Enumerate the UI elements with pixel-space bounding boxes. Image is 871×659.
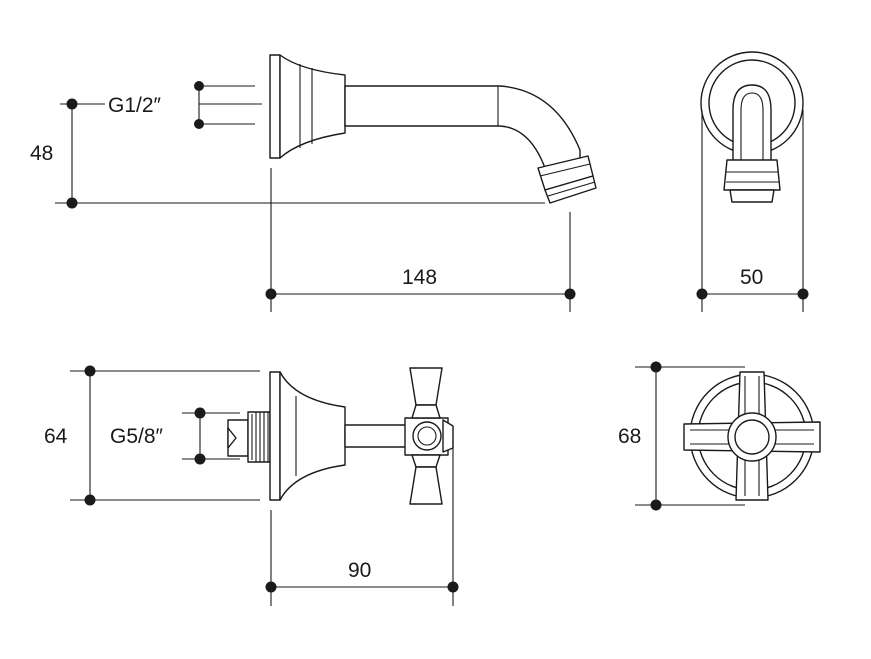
spout-height-dimension: 48 [30, 98, 545, 209]
valve-height-label: 64 [44, 425, 68, 448]
spout-thread-lines: G1/2″ [108, 81, 262, 129]
valve-length-dimension: 90 [265, 440, 459, 606]
spout-length-dimension: 148 [265, 168, 576, 312]
valve-side-view [227, 367, 454, 505]
spout-width-label: 50 [740, 266, 763, 289]
valve-thread-label: G5/8″ [110, 425, 164, 448]
valve-length-label: 90 [348, 559, 371, 582]
spout-side-view [269, 54, 597, 204]
handle-width-label: 68 [618, 425, 641, 448]
spout-front-view [700, 51, 804, 203]
spout-thread-label: G1/2″ [108, 94, 162, 117]
spout-length-label: 148 [402, 266, 437, 289]
handle-width-dimension: 68 [618, 361, 745, 511]
valve-front-view [683, 371, 821, 501]
valve-height-dimension: 64 [44, 365, 260, 506]
spout-width-dimension: 50 [696, 110, 809, 312]
valve-thread-lines: G5/8″ [110, 407, 240, 465]
spout-height-label: 48 [30, 142, 53, 165]
